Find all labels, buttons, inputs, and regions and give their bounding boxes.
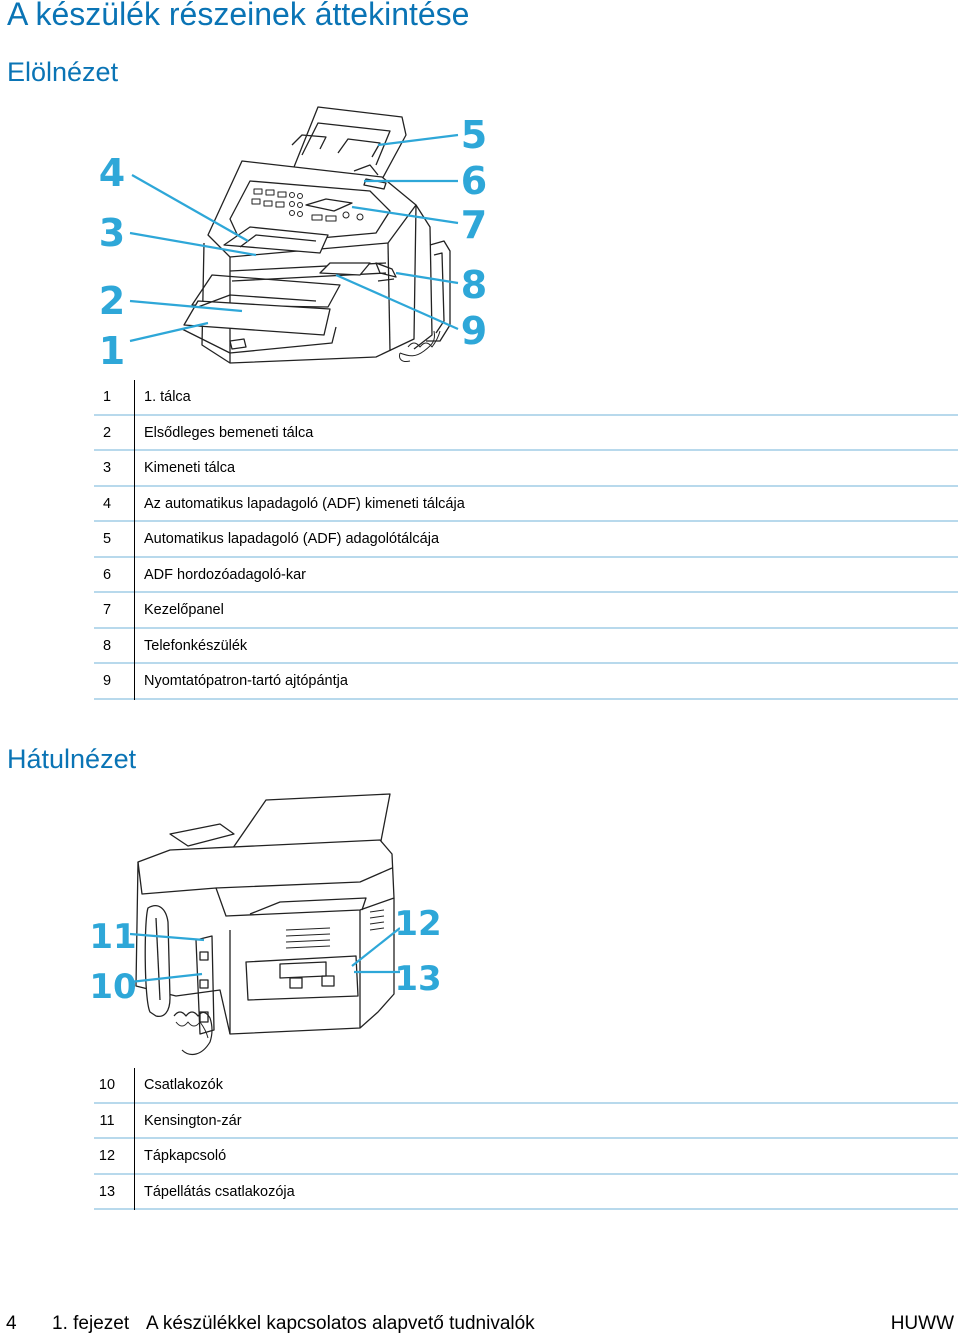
callout-13: 13 [394,959,441,999]
chapter-title: A készülékkel kapcsolatos alapvető tudni… [146,1313,535,1334]
rear-view-heading: Hátulnézet [7,744,137,774]
front-view-illustration [129,106,459,364]
rear-view-illustration [130,793,400,1056]
chapter-number: 1. fejezet [52,1313,130,1334]
front-view-heading: Elölnézet [7,57,119,87]
page-footer: 4 1. fejezet A készülékkel kapcsolatos a… [0,1308,960,1336]
page-number: 4 [6,1313,17,1334]
callout-12: 12 [394,904,441,944]
page-title: A készülék részeinek áttekintése [7,0,470,32]
document-code: HUWW [890,1313,954,1334]
